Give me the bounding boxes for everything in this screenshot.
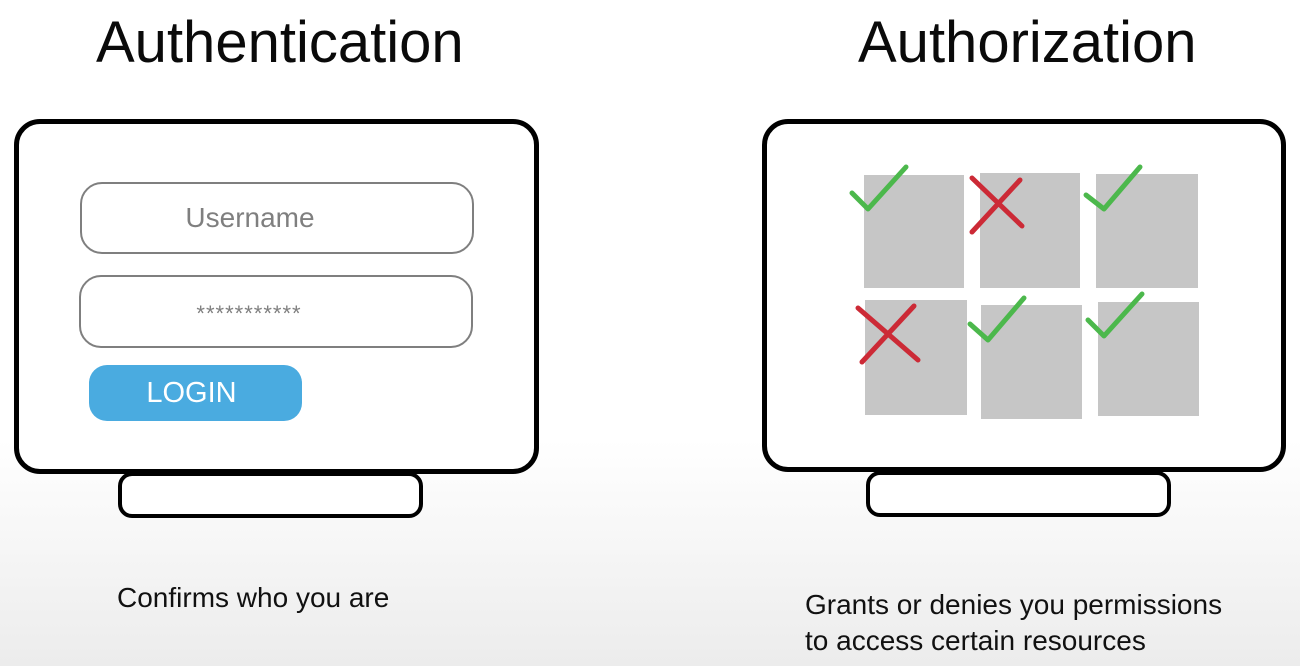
authorization-title: Authorization xyxy=(858,10,1197,75)
login-button-label: LOGIN xyxy=(146,376,237,409)
check-mark-icon xyxy=(1083,164,1143,212)
resource-tile xyxy=(1096,174,1198,288)
authentication-caption: Confirms who you are xyxy=(117,582,390,613)
check-mark-icon xyxy=(849,164,909,212)
username-placeholder: Username xyxy=(185,202,315,233)
login-button[interactable]: LOGIN xyxy=(89,365,302,421)
check-mark-icon xyxy=(1085,291,1145,339)
cross-mark-icon xyxy=(969,175,1025,235)
resource-tile xyxy=(980,173,1080,288)
authorization-caption: Grants or denies you permissions to acce… xyxy=(805,587,1222,659)
authorization-caption-line1: Grants or denies you permissions xyxy=(805,589,1223,620)
resource-tile xyxy=(981,305,1082,419)
authentication-monitor-stand xyxy=(118,472,423,518)
authorization-monitor-stand xyxy=(866,471,1171,517)
username-field[interactable]: Username xyxy=(80,182,474,254)
authorization-caption-line2: to access certain resources xyxy=(805,625,1146,656)
password-value: *********** xyxy=(196,300,302,326)
authentication-title: Authentication xyxy=(96,10,464,75)
password-field[interactable]: *********** xyxy=(79,275,473,348)
check-mark-icon xyxy=(967,295,1027,343)
cross-mark-icon xyxy=(855,303,921,365)
